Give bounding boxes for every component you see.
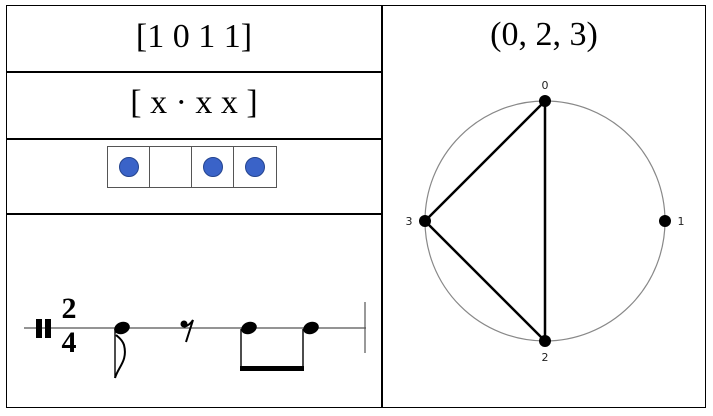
necklace-point: [539, 95, 551, 107]
grid-cell: [192, 147, 234, 187]
necklace-point-label: 2: [542, 351, 549, 364]
necklace-point-label: 3: [406, 215, 413, 228]
necklace-diagram: 0 1 2 3: [406, 79, 685, 364]
eighth-rest: [183, 319, 194, 343]
grid-cell: [234, 147, 276, 187]
table-frame: [6, 5, 706, 408]
grid-cell: [150, 147, 192, 187]
box-notation: [ x · x x ]: [130, 84, 258, 121]
pulse-grid: [107, 146, 277, 188]
necklace-point-label: 0: [542, 79, 549, 92]
time-signature-top: 2: [62, 292, 77, 325]
note-head: [241, 321, 257, 335]
time-signature-bottom: 4: [62, 326, 77, 359]
necklace-point-label: 1: [678, 215, 685, 228]
row-divider: [6, 213, 382, 215]
note-head: [114, 321, 130, 335]
grid-cell: [108, 147, 150, 187]
onset-polygon: [423, 99, 547, 343]
percussion-clef-bar: [45, 319, 51, 338]
column-divider: [381, 5, 383, 408]
note-head: [303, 321, 319, 335]
onset-dot: [245, 157, 265, 177]
note-flag: [114, 334, 126, 379]
binary-vector: [1 0 1 1]: [135, 18, 253, 55]
necklace-point: [659, 215, 671, 227]
necklace-title: (0, 2, 3): [490, 16, 598, 53]
necklace-point: [419, 215, 431, 227]
percussion-clef-bar: [36, 319, 42, 338]
note-beam: [240, 366, 304, 371]
onset-dot: [202, 157, 223, 177]
row-divider: [6, 71, 382, 73]
row-divider: [6, 138, 382, 140]
onset-dot: [118, 157, 139, 177]
necklace-point: [539, 335, 551, 347]
rhythm-staff: 24: [24, 292, 366, 379]
